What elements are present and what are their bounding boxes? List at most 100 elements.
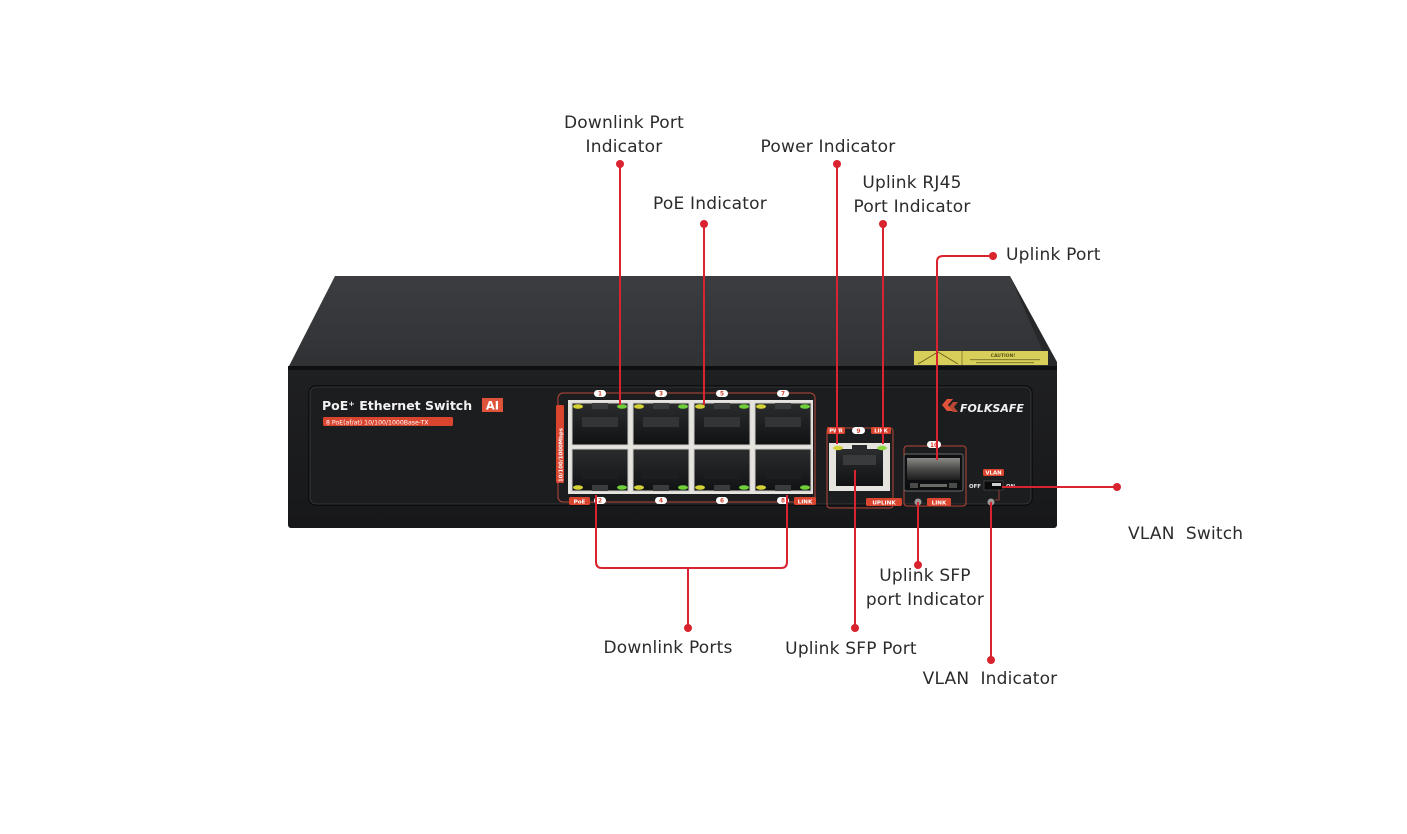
downlink-port: [632, 402, 690, 446]
poe-led: [695, 485, 705, 490]
callout-uplink-sfp-port-indicator: Uplink SFP port Indicator: [860, 564, 990, 612]
link-led: [617, 404, 627, 409]
dot-sfp-indicator: [914, 561, 922, 569]
sfp-port: 10 LINK: [903, 441, 967, 507]
callout-text-line: Downlink Ports: [603, 638, 733, 658]
callout-downlink-ports: Downlink Ports: [598, 636, 738, 660]
dot-downlink-ports: [684, 624, 692, 632]
vlan-off-label: OFF: [969, 484, 981, 490]
link-label: LINK: [798, 499, 813, 505]
link-led: [800, 485, 810, 490]
chassis-top: [288, 276, 1057, 368]
callout-uplink-sfp-port: Uplink SFP Port: [776, 637, 926, 661]
sfp-link-label: LINK: [932, 500, 947, 506]
uplink-link-led: [877, 445, 887, 451]
dot-uplink-rj45-indicator: [879, 220, 887, 228]
downlink-port: [693, 448, 751, 492]
uplink-port-number: 9: [856, 429, 860, 435]
callout-uplink-rj45-port-indicator: Uplink RJ45 Port Indicator: [840, 171, 984, 219]
ai-badge: AI: [486, 399, 499, 413]
callout-poe-indicator: PoE Indicator: [640, 192, 780, 216]
callout-downlink-port-indicator: Downlink Port Indicator: [556, 111, 692, 159]
vlan-label: VLAN: [985, 471, 1002, 477]
callout-text-line: Indicator: [585, 137, 663, 157]
callout-dots: [616, 160, 1121, 664]
downlink-port: [571, 402, 629, 446]
caution-sticker: CAUTION!: [914, 351, 1048, 365]
link-led: [800, 404, 810, 409]
dot-uplink-port: [989, 252, 997, 260]
port-number: 8: [781, 499, 785, 505]
link-led: [617, 485, 627, 490]
poe-led: [573, 485, 583, 490]
poe-led: [634, 404, 644, 409]
port-number: 6: [720, 499, 724, 505]
port-number: 3: [659, 392, 663, 398]
spec-label: 8 PoE(af/at) 10/100/1000Base-TX: [326, 419, 429, 426]
downlink-port: [754, 402, 812, 446]
callout-text-line: VLAN Switch: [1128, 524, 1244, 544]
callout-text-line: Uplink SFP Port: [785, 639, 917, 659]
port-number-badge: 5: [716, 390, 728, 398]
poe-led: [695, 404, 705, 409]
port-number-badge: 3: [655, 390, 667, 398]
callout-text-line: Uplink RJ45: [862, 173, 962, 193]
downlink-port-block: 10/100/1000Mbps PoE LINK 1 2 3 4 5 6 7 8: [556, 390, 816, 505]
leader-uplink-port: [936, 255, 993, 460]
port-number: 1: [598, 392, 602, 398]
ai-badge-bg: [482, 398, 503, 412]
callout-uplink-port: Uplink Port: [1006, 243, 1101, 267]
brand-logo: FOLKSAFE: [942, 399, 1024, 415]
port-number: 5: [720, 392, 724, 398]
port-number-badge: 7: [777, 390, 789, 398]
dot-poe-indicator: [700, 220, 708, 228]
sfp-port-number: 10: [930, 443, 938, 449]
callout-leaders: [595, 164, 1117, 660]
port-number: 7: [781, 392, 785, 398]
uplink-label: UPLINK: [872, 500, 896, 506]
link-led: [678, 485, 688, 490]
port-number-badge: 4: [655, 497, 667, 505]
leader-downlink-ports-bracket: [595, 495, 788, 569]
callout-vlan-switch: VLAN Switch: [1128, 474, 1243, 594]
port-number: 2: [598, 499, 602, 505]
dot-vlan-indicator: [987, 656, 995, 664]
callout-text-line: port Indicator: [865, 590, 985, 610]
uplink-port-pins: [843, 455, 876, 465]
poe-led: [756, 485, 766, 490]
callout-text-line: VLAN Indicator: [922, 669, 1058, 689]
uplink-link-label: LINK: [874, 429, 889, 435]
port-number-badge: 6: [716, 497, 728, 505]
callout-text-line: Port Indicator: [853, 197, 971, 217]
callout-text-line: Uplink SFP: [879, 566, 971, 586]
callout-text-line: Downlink Port: [564, 113, 684, 133]
brand-name: FOLKSAFE: [960, 402, 1024, 415]
link-led: [739, 404, 749, 409]
link-led: [739, 485, 749, 490]
callout-text-line: Uplink Port: [1006, 245, 1101, 265]
dot-vlan-switch: [1113, 483, 1121, 491]
callout-text-line: Power Indicator: [760, 137, 896, 157]
dot-uplink-sfp-port: [851, 624, 859, 632]
speed-vertical-label: 10/100/1000Mbps: [559, 428, 565, 482]
poe-label: PoE: [574, 499, 586, 505]
pwr-led: [833, 445, 843, 451]
downlink-port: [693, 402, 751, 446]
poe-led: [756, 404, 766, 409]
spec-label-bg: [323, 417, 453, 426]
link-led: [678, 404, 688, 409]
port-number: 4: [659, 499, 663, 505]
poe-led: [573, 404, 583, 409]
callout-power-indicator: Power Indicator: [753, 135, 903, 159]
callout-text-line: PoE Indicator: [653, 194, 767, 214]
poe-led: [634, 485, 644, 490]
port-number-badge: 1: [594, 390, 606, 398]
uplink-rj45-port: PWR 9 LINK UPLINK: [826, 427, 902, 509]
downlink-port: [632, 448, 690, 492]
model-label: PoE⁺ Ethernet Switch: [322, 398, 472, 413]
callout-vlan-indicator: VLAN Indicator: [915, 667, 1065, 691]
dot-downlink-port-indicator: [616, 160, 624, 168]
downlink-port: [754, 448, 812, 492]
